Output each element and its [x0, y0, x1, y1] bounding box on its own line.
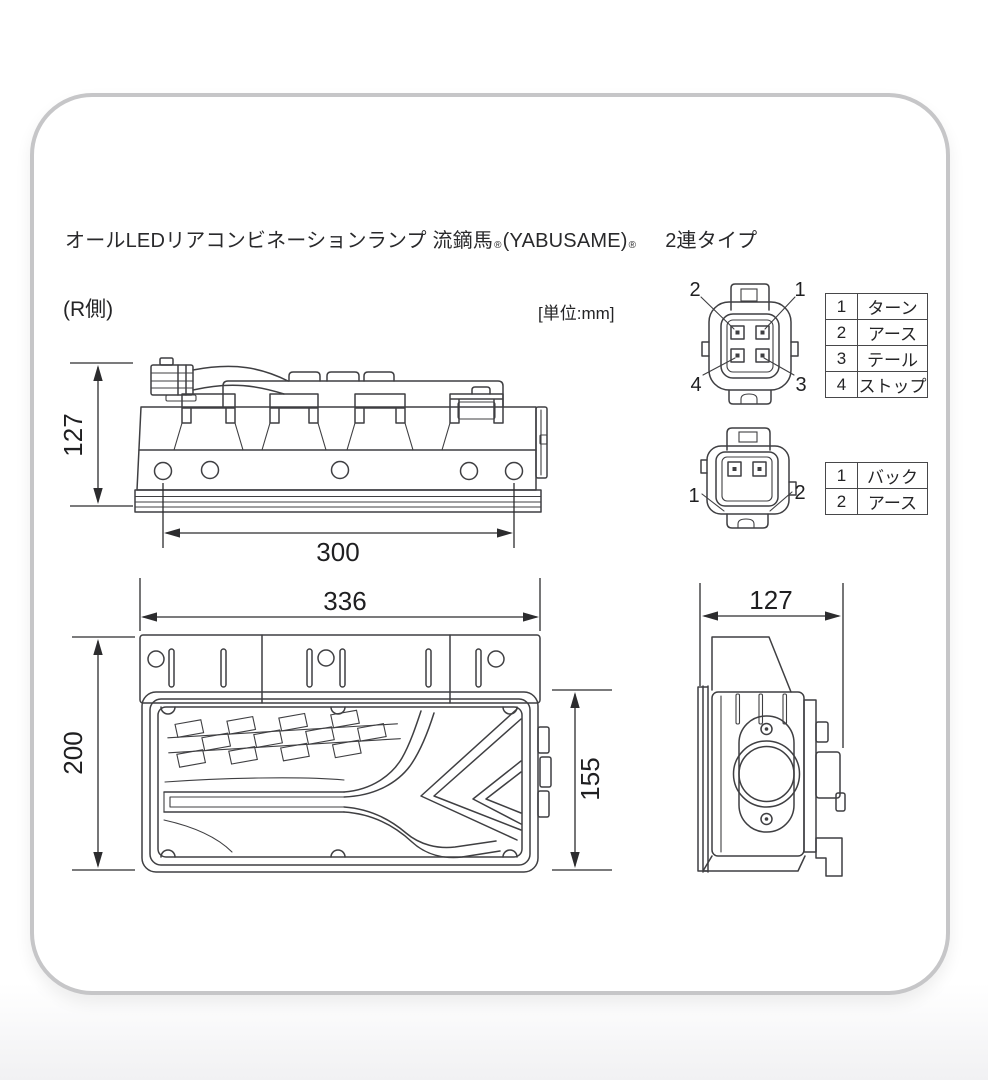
pin-callout: 1	[688, 485, 699, 507]
four-pin-connector-drawing: 2 1 4 3	[689, 279, 807, 405]
pin-number-cell: 1	[825, 293, 858, 320]
pin-function-cell: ストップ	[857, 371, 928, 398]
pin-function-cell: アース	[857, 488, 928, 515]
pin-callout: 3	[795, 374, 806, 396]
table-row: 3 テール	[825, 345, 928, 372]
side-sockets	[537, 726, 552, 818]
chevron-arrows	[420, 708, 522, 841]
four-pin-function-table: 1 ターン 2 アース 3 テール 4 ストップ	[825, 293, 928, 398]
registered-mark: ®	[494, 240, 502, 251]
dim-value: 155	[575, 757, 605, 800]
registered-mark: ®	[628, 240, 637, 251]
dim-value: 127	[58, 413, 88, 456]
dim-value: 127	[749, 585, 792, 615]
table-row: 4 ストップ	[825, 371, 928, 398]
dim-value: 300	[316, 537, 359, 567]
connector-pins	[730, 325, 770, 363]
checker-pattern	[167, 709, 401, 768]
title-text-romaji: (YABUSAME)	[502, 230, 628, 252]
top-pins	[735, 693, 788, 725]
lens-edge-plate	[697, 685, 709, 873]
pin-number-cell: 2	[825, 319, 858, 346]
dimension-top-view-height: 127	[58, 362, 133, 507]
dimension-hole-span: 300	[162, 483, 515, 567]
pin-callout: 2	[689, 279, 700, 301]
dim-value: 336	[323, 586, 366, 616]
pin-callout: 4	[690, 374, 701, 396]
light-bar-graphic	[163, 710, 501, 859]
connector-pins	[727, 461, 767, 477]
rear-bracket	[803, 699, 846, 877]
bulb-socket	[732, 715, 801, 833]
lamp-frame	[141, 691, 539, 873]
two-pin-connector-drawing: 1 2	[688, 427, 806, 529]
spec-card	[30, 93, 950, 995]
mounting-flange	[139, 634, 541, 704]
table-row: 1 バック	[825, 462, 928, 489]
dimension-lens-height: 155	[552, 689, 612, 871]
dim-value: 200	[58, 731, 88, 774]
two-pin-function-table: 1 バック 2 アース	[825, 462, 928, 515]
mounting-clips	[181, 386, 504, 424]
pin-function-cell: テール	[857, 345, 928, 372]
dimension-front-height: 200	[58, 636, 135, 871]
title-text-type: 2連タイプ	[665, 230, 758, 252]
harness-connector	[150, 357, 289, 402]
right-end-cap	[535, 406, 548, 479]
unit-mm-label: [単位:mm]	[538, 304, 615, 323]
top-view-drawing	[134, 357, 548, 513]
pin-callout: 2	[794, 482, 805, 504]
pin-callout: 1	[794, 279, 805, 301]
front-view-drawing	[139, 634, 552, 873]
pin-number-cell: 4	[825, 371, 858, 398]
pin-number-cell: 1	[825, 462, 858, 489]
side-view-drawing	[697, 636, 846, 877]
dimension-side-depth: 127	[699, 583, 844, 748]
dimension-front-width: 336	[139, 578, 541, 631]
lens-facets	[173, 422, 451, 451]
mounting-holes	[153, 460, 524, 481]
side-r-label: (R側)	[63, 298, 114, 321]
title-text-main: オールLEDリアコンビネーションランプ 流鏑馬	[65, 230, 494, 252]
product-title: オールLEDリアコンビネーションランプ 流鏑馬®(YABUSAME)®2連タイプ	[65, 224, 925, 253]
pin-function-cell: バック	[857, 462, 928, 489]
pin-number-cell: 3	[825, 345, 858, 372]
table-row: 2 アース	[825, 488, 928, 515]
table-row: 2 アース	[825, 319, 928, 346]
